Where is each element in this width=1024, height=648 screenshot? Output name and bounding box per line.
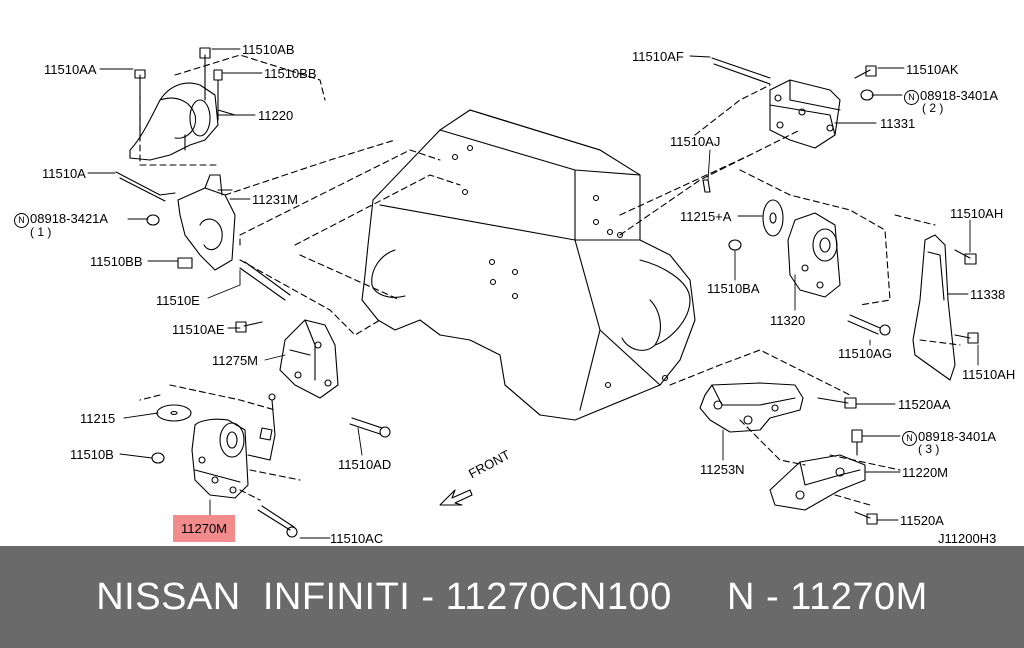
- n-circle-icon: N: [904, 90, 919, 105]
- rh-mount-11320: [728, 199, 891, 336]
- label-11220: 11220: [258, 108, 294, 123]
- n-circle-icon: N: [14, 213, 29, 228]
- label-11270M-highlighted: 11270M: [173, 515, 236, 542]
- diagram-code: J11200H3: [938, 531, 997, 546]
- dashed-guides: [139, 54, 961, 506]
- label-11520AA: 11520AA: [898, 397, 951, 412]
- label-11275M: 11275M: [212, 353, 259, 368]
- label-11231M: 11231M: [252, 192, 299, 207]
- label-11510AA: 11510AA: [44, 62, 97, 77]
- label-11510BB-top: 11510BB: [264, 66, 317, 81]
- label-11331: 11331: [880, 116, 916, 131]
- label-11510BA: 11510BA: [707, 281, 760, 296]
- label-08918-3421A-text: 08918-3421A: [30, 211, 109, 226]
- label-08918-3401A-bottom-text: 08918-3401A: [918, 429, 997, 444]
- label-11253N: 11253N: [700, 462, 745, 477]
- label-11510BB: 11510BB: [90, 254, 143, 269]
- label-11510AG: 11510AG: [838, 346, 892, 361]
- label-08918-3421A-qty: ( 1 ): [30, 225, 52, 239]
- label-11510AB: 11510AB: [242, 42, 295, 57]
- label-11510AH-top: 11510AH: [950, 206, 1004, 221]
- label-11510AJ: 11510AJ: [670, 134, 721, 149]
- bracket-11220M: [769, 429, 878, 525]
- engine-mount-drawing: [87, 47, 979, 539]
- n-circle-icon: N: [902, 431, 917, 446]
- rear-mount-11270M: [151, 393, 391, 538]
- front-arrow: [439, 489, 473, 506]
- part-number-text: NISSAN INFINITI - 11270CN100 N - 11270M: [96, 575, 928, 618]
- label-11215A: 11215+A: [680, 209, 732, 224]
- label-11220M: 11220M: [902, 465, 949, 480]
- front-mount-assembly: [115, 47, 291, 301]
- label-11510B: 11510B: [70, 447, 114, 462]
- label-11510A: 11510A: [42, 166, 86, 181]
- label-11510AK: 11510AK: [906, 62, 959, 77]
- label-11510AD: 11510AD: [338, 457, 392, 472]
- label-11510E: 11510E: [156, 293, 200, 308]
- label-11320: 11320: [770, 313, 806, 328]
- leader-lines: [87, 48, 979, 539]
- label-08918-3401A-top-text: 08918-3401A: [920, 88, 999, 103]
- engine-block: [361, 109, 696, 421]
- parts-diagram: 11510AB 11510AA 11510BB 11220 11510A 112…: [14, 42, 1016, 546]
- label-11510AE: 11510AE: [172, 322, 225, 337]
- label-11338: 11338: [970, 287, 1006, 302]
- rh-mount-bracket-11331: [702, 57, 877, 193]
- label-08918-3401A-top-qty: ( 2 ): [922, 101, 944, 115]
- bracket-11253N: [699, 382, 857, 433]
- label-11510AH-bottom: 11510AH: [962, 367, 1016, 382]
- bracket-11275M: [235, 319, 339, 399]
- label-11510AC: 11510AC: [330, 531, 384, 546]
- label-08918-3401A-bottom-qty: ( 3 ): [918, 442, 940, 456]
- label-11520A: 11520A: [900, 513, 944, 528]
- label-11215: 11215: [80, 411, 116, 426]
- bracket-11338: [912, 234, 979, 381]
- part-number-banner: NISSAN INFINITI - 11270CN100 N - 11270M: [0, 546, 1024, 648]
- label-11510AF: 11510AF: [632, 49, 684, 64]
